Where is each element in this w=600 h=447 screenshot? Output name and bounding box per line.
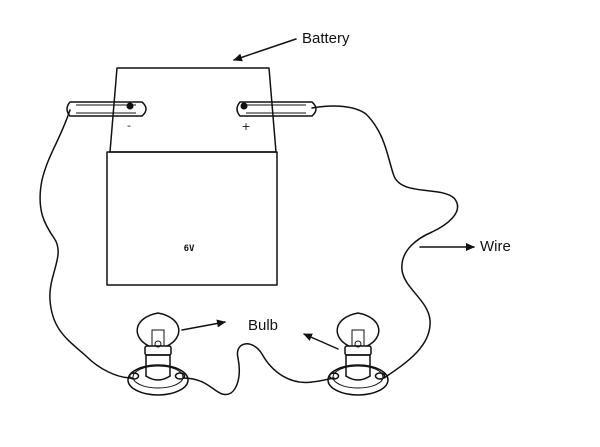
positive-sign: + [241, 120, 250, 133]
bulb-label: Bulb [248, 317, 278, 334]
positive-terminal [236, 101, 317, 117]
voltage-label: 6V [184, 244, 195, 254]
battery-top-face [109, 67, 277, 153]
wire-label: Wire [480, 238, 511, 255]
battery-arrow [233, 38, 297, 62]
negative-terminal [66, 101, 147, 117]
negative-sign: - [127, 119, 131, 132]
wire-middle [182, 343, 335, 396]
wire-right [311, 105, 459, 379]
battery-body [106, 151, 278, 286]
battery-label: Battery [302, 30, 350, 47]
wire-left [39, 109, 133, 379]
battery: - + 6V [66, 67, 317, 286]
bulb-arrow-right [303, 333, 339, 350]
bulb-arrow-left [181, 319, 226, 331]
bulb-left [127, 312, 189, 396]
bulb-right [327, 312, 389, 396]
